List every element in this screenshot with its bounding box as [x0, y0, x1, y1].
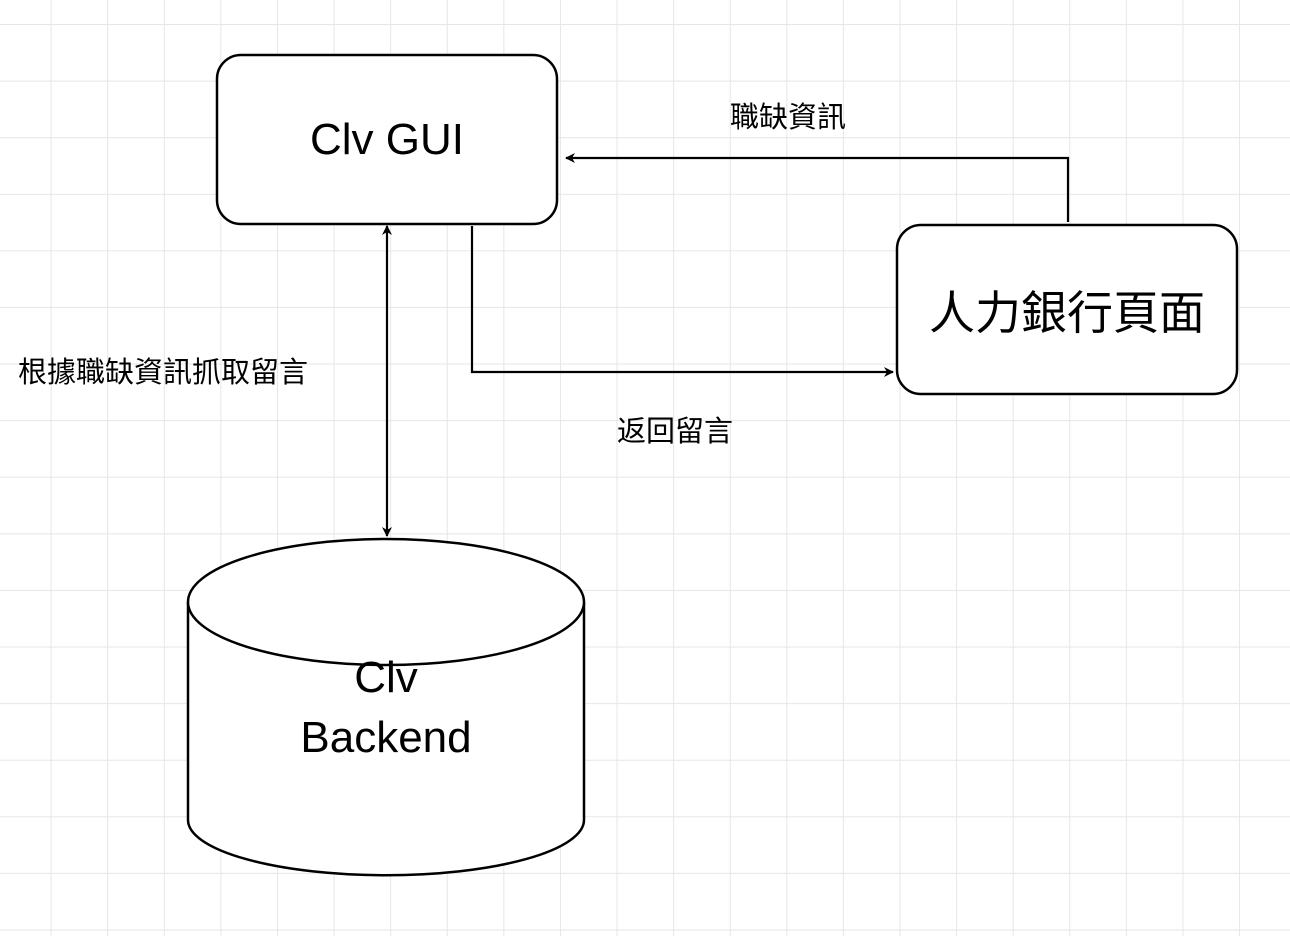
job-info-edge-label: 職缺資訊	[730, 100, 847, 134]
gui-node-label: Clv GUI	[310, 114, 464, 164]
hr-bank-node-label: 人力銀行頁面	[929, 286, 1205, 339]
backend-database-cylinder[interactable]	[186, 537, 586, 877]
gui-node-box[interactable]	[215, 53, 559, 226]
return-messages-edge[interactable]	[470, 226, 894, 377]
return-messages-edge-label: 返回留言	[617, 414, 734, 448]
backend-node-label-line2: Backend	[300, 713, 472, 762]
backend-node-label-line1: Clv	[354, 653, 418, 702]
hr-bank-node-box[interactable]	[895, 223, 1239, 396]
fetch-messages-edge-label: 根據職缺資訊抓取留言	[18, 355, 309, 389]
job-info-edge[interactable]	[565, 153, 1070, 222]
